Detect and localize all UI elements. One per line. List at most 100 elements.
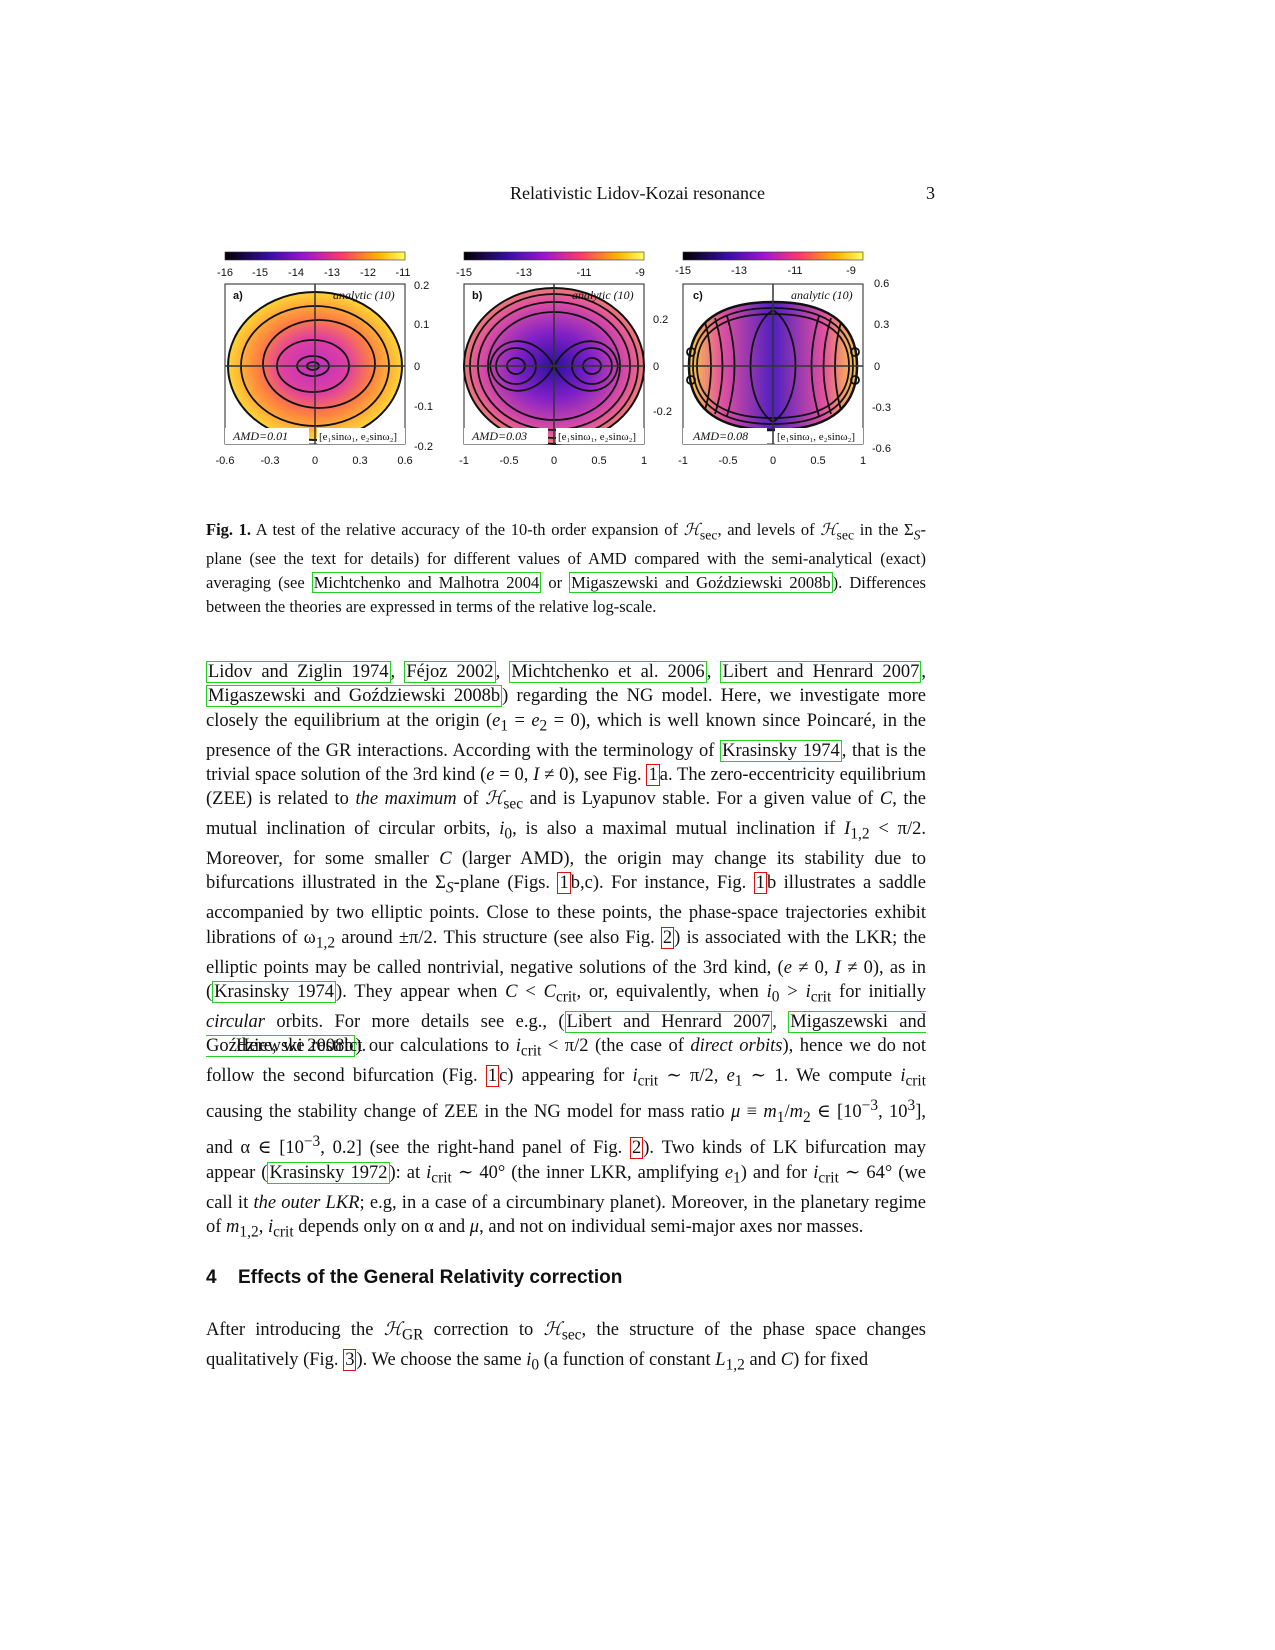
colorbar-tick: -15 — [252, 267, 268, 279]
citation-link[interactable]: Migaszewski and Goździewski 2008b — [206, 685, 503, 708]
y-tick: 0.3 — [874, 319, 889, 331]
math-sub: crit — [818, 1169, 839, 1187]
text: ). — [355, 1036, 367, 1057]
citation-link[interactable]: Migaszewski and Goździewski 2008b — [569, 572, 833, 594]
level-curves-c — [686, 307, 860, 425]
math-sub: 1,2 — [239, 1223, 259, 1241]
math-sub: 0 — [531, 1356, 540, 1374]
math-sub: 1 — [734, 1072, 743, 1090]
math: C — [439, 849, 452, 870]
figure-ref-link[interactable]: 1 — [557, 872, 571, 895]
text: correction to — [423, 1320, 544, 1340]
figure-panel-a: -16 -15 -14 -13 -12 -11 a) analytic (10)… — [215, 250, 440, 470]
math: i — [426, 1162, 432, 1183]
math: I — [533, 764, 540, 785]
citation-link[interactable]: Krasinsky 1974 — [212, 981, 337, 1003]
figure-caption: Fig. 1. A test of the relative accuracy … — [206, 518, 926, 619]
text: ≠ 0), as in ( — [206, 957, 927, 1002]
text: ∼ π/2, — [658, 1065, 727, 1086]
citation-link[interactable]: Libert and Henrard 2007 — [564, 1010, 773, 1033]
colorbar-c — [682, 251, 864, 261]
text: ∼ 1. We compute — [742, 1065, 901, 1086]
panel-b-plot: -15 -13 -11 -9 b) analytic (10) AMD=0.03… — [456, 251, 672, 467]
x-tick: -0.5 — [719, 455, 738, 467]
colorbar-b — [463, 251, 645, 261]
math: ℋ — [383, 1320, 402, 1340]
figure-ref-link[interactable]: 1 — [485, 1064, 500, 1087]
panel-a-plot: -16 -15 -14 -13 -12 -11 a) analytic (10)… — [216, 251, 433, 467]
colorbar-tick: -16 — [217, 267, 233, 279]
text: for initially — [831, 982, 927, 1002]
colorbar-ticks-b: -15 -13 -11 -9 — [456, 267, 645, 279]
citation-link[interactable]: Libert and Henrard 2007 — [720, 661, 922, 683]
citation-link[interactable]: Michtchenko and Malhotra 2004 — [311, 572, 542, 594]
text: depends only on α and — [293, 1216, 470, 1237]
text: ) and for — [740, 1162, 814, 1183]
math: e — [783, 957, 792, 978]
colorbar-tick: -9 — [635, 267, 645, 279]
colorbar-tick: -9 — [846, 265, 856, 277]
x-tick: 0 — [312, 455, 318, 467]
panel-c-plot: -15 -13 -11 -9 c) analytic (10) AMD=0.08… — [675, 251, 891, 467]
math-sub: S — [445, 880, 454, 898]
citation-link[interactable]: Féjoz 2002 — [404, 661, 496, 683]
x-tick: -1 — [678, 455, 688, 467]
axes-label: [e₁sinω₁, e₂sinω₂] — [558, 431, 636, 443]
citation-link[interactable]: Krasinsky 1974 — [720, 739, 842, 762]
math: e — [486, 764, 495, 785]
citation-link[interactable]: Michtchenko et al. 2006 — [509, 661, 707, 683]
math: i — [813, 1162, 819, 1183]
math: i — [499, 819, 505, 840]
math: ℋ — [485, 789, 504, 810]
math-sub: crit — [520, 1042, 542, 1060]
text: = 0), which is well known since Poincaré… — [206, 710, 926, 761]
text: b illustrates a saddle accompanied by tw… — [206, 873, 926, 948]
math-sup: −3 — [303, 1133, 321, 1151]
y-tick: -0.1 — [414, 401, 433, 413]
math: C — [879, 789, 893, 810]
axes-label-box — [556, 428, 644, 444]
caption-text: or — [541, 573, 570, 593]
text: b,c). For instance, Fig. — [570, 873, 754, 894]
axes-label-box — [317, 428, 405, 444]
figure-ref-link[interactable]: 1 — [753, 872, 767, 895]
text: ≡ — [740, 1102, 764, 1123]
math: μ — [731, 1102, 741, 1123]
math: e — [724, 1162, 734, 1183]
colorbar-tick: -11 — [576, 267, 591, 279]
text: , that is the trivial space solution of … — [206, 740, 926, 785]
math-sub: 1 — [733, 1169, 741, 1187]
math: i — [515, 1036, 521, 1056]
text: and is Lyapunov stable. For a given valu… — [523, 789, 880, 810]
figure-ref-link[interactable]: 3 — [343, 1348, 357, 1371]
text: Here, we restrict our calculations to — [236, 1036, 516, 1056]
text: of — [456, 789, 486, 810]
math-sup: −3 — [861, 1096, 879, 1114]
y-tick: 0 — [653, 361, 659, 373]
math-sub: 0 — [771, 988, 780, 1006]
y-tick: -0.2 — [653, 406, 672, 418]
figure-ref-link[interactable]: 2 — [660, 926, 675, 949]
colorbar-ticks-c: -15 -13 -11 -9 — [675, 265, 856, 277]
amd-box — [464, 428, 548, 444]
math: I — [844, 819, 851, 840]
body-paragraph-1: Lidov and Ziglin 1974, Féjoz 2002, Micht… — [206, 661, 927, 1058]
math-sub: 2 — [802, 1108, 811, 1126]
citation-link[interactable]: Migaszewski and Goździewski 2008b — [206, 1010, 926, 1058]
math-sub: 1 — [776, 1108, 785, 1126]
x-tick: 1 — [641, 455, 647, 467]
text: , the mutual inclination of circular orb… — [206, 789, 926, 840]
text: -plane (Figs. — [453, 873, 558, 894]
figure-ref-link[interactable]: 1 — [646, 763, 660, 786]
colorbar-tick: -11 — [395, 267, 410, 279]
math: i — [766, 982, 772, 1002]
x-tick: -0.5 — [500, 455, 519, 467]
body-paragraph-2: Here, we restrict our calculations to ic… — [206, 1034, 926, 1245]
figure-ref-link[interactable]: 2 — [629, 1137, 644, 1160]
text: and — [744, 1349, 781, 1370]
caption-symbol: ℋ — [683, 520, 700, 539]
colorbar-tick: -13 — [731, 265, 747, 277]
citation-link[interactable]: Lidov and Ziglin 1974 — [206, 661, 391, 683]
math: ℋ — [543, 1320, 562, 1340]
citation-link[interactable]: Krasinsky 1972 — [267, 1161, 390, 1184]
